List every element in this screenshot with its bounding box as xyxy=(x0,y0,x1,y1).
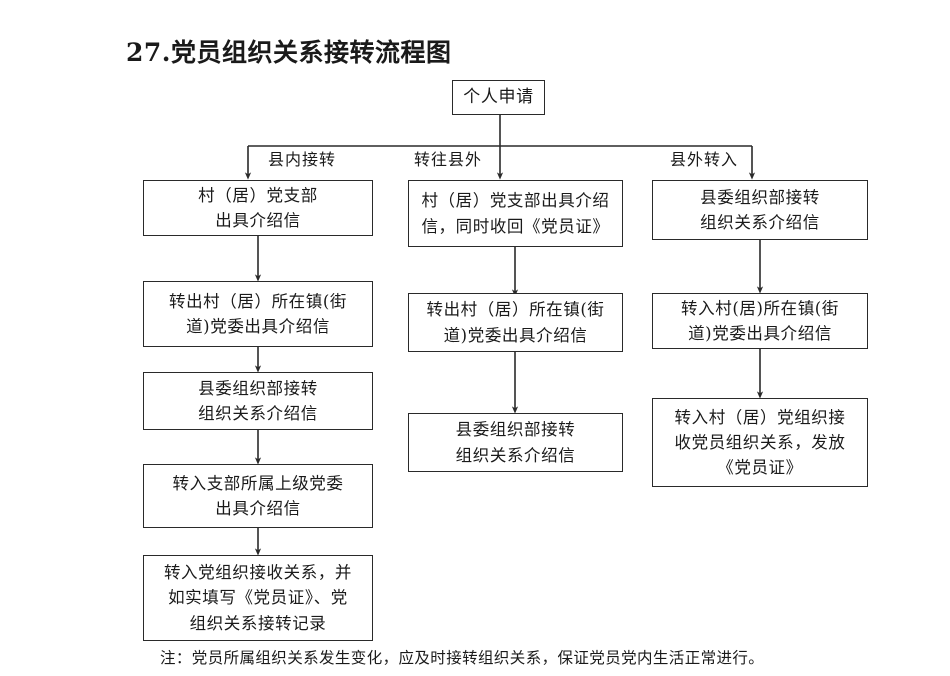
node-middle-2-line2: 道)党委出具介绍信 xyxy=(443,325,588,345)
node-left-5-line2: 如实填写《党员证》、党 xyxy=(168,588,348,608)
node-left-1-line2: 出具介绍信 xyxy=(215,211,301,230)
node-middle-3-line1: 县委组织部接转 xyxy=(455,420,576,440)
node-middle-1[interactable]: 村（居）党支部出具介绍 信，同时收回《党员证》 xyxy=(408,180,623,247)
node-right-3-line3: 《党员证》 xyxy=(717,458,803,478)
node-left-4-line2: 出具介绍信 xyxy=(215,499,301,518)
node-left-5[interactable]: 转入党组织接收关系，并 如实填写《党员证》、党 组织关系接转记录 xyxy=(143,555,373,641)
node-left-5-line1: 转入党组织接收关系，并 xyxy=(163,563,353,583)
node-left-4-line1: 转入支部所属上级党委 xyxy=(172,473,344,493)
footnote: 注：党员所属组织关系发生变化，应及时接转组织关系，保证党员党内生活正常进行。 xyxy=(160,649,765,667)
node-left-2[interactable]: 转出村（居）所在镇(街 道)党委出具介绍信 xyxy=(143,281,373,347)
node-right-1[interactable]: 县委组织部接转 组织关系介绍信 xyxy=(652,180,868,240)
branch-label-transfer-out: 转往县外 xyxy=(414,150,483,169)
node-left-2-line1: 转出村（居）所在镇(街 xyxy=(168,291,348,311)
branch-label-county-internal: 县内接转 xyxy=(268,150,337,169)
node-start-line1: 个人申请 xyxy=(463,86,534,107)
node-left-5-line3: 组织关系接转记录 xyxy=(189,613,327,633)
node-right-2[interactable]: 转入村(居)所在镇(街 道)党委出具介绍信 xyxy=(652,293,868,349)
node-left-1-line1: 村（居）党支部 xyxy=(198,185,318,205)
node-start[interactable]: 个人申请 xyxy=(452,80,545,115)
node-middle-1-line2: 信，同时收回《党员证》 xyxy=(421,216,610,236)
node-middle-3[interactable]: 县委组织部接转 组织关系介绍信 xyxy=(408,413,623,472)
node-middle-1-line1: 村（居）党支部出具介绍 xyxy=(421,191,610,211)
node-middle-2-line1: 转出村（居）所在镇(街 xyxy=(426,300,605,320)
node-left-3-line2: 组织关系介绍信 xyxy=(198,404,318,423)
node-left-2-line2: 道)党委出具介绍信 xyxy=(186,317,330,336)
node-left-4[interactable]: 转入支部所属上级党委 出具介绍信 xyxy=(143,464,373,528)
node-right-2-line2: 道)党委出具介绍信 xyxy=(688,324,832,343)
page-title: 27.党员组织关系接转流程图 xyxy=(126,38,452,67)
node-right-3-line1: 转入村（居）党组织接 xyxy=(674,407,846,427)
node-left-1[interactable]: 村（居）党支部 出具介绍信 xyxy=(143,180,373,236)
node-middle-3-line2: 组织关系介绍信 xyxy=(455,445,576,465)
branch-label-transfer-in: 县外转入 xyxy=(670,150,739,169)
node-left-3-line1: 县委组织部接转 xyxy=(198,378,318,398)
node-right-3-line2: 收党员组织关系，发放 xyxy=(674,432,846,452)
node-middle-2[interactable]: 转出村（居）所在镇(街 道)党委出具介绍信 xyxy=(408,293,623,352)
node-right-2-line1: 转入村(居)所在镇(街 xyxy=(681,298,839,318)
node-right-1-line1: 县委组织部接转 xyxy=(700,187,820,207)
node-left-3[interactable]: 县委组织部接转 组织关系介绍信 xyxy=(143,372,373,430)
node-right-3[interactable]: 转入村（居）党组织接 收党员组织关系，发放 《党员证》 xyxy=(652,398,868,487)
node-right-1-line2: 组织关系介绍信 xyxy=(700,213,820,232)
